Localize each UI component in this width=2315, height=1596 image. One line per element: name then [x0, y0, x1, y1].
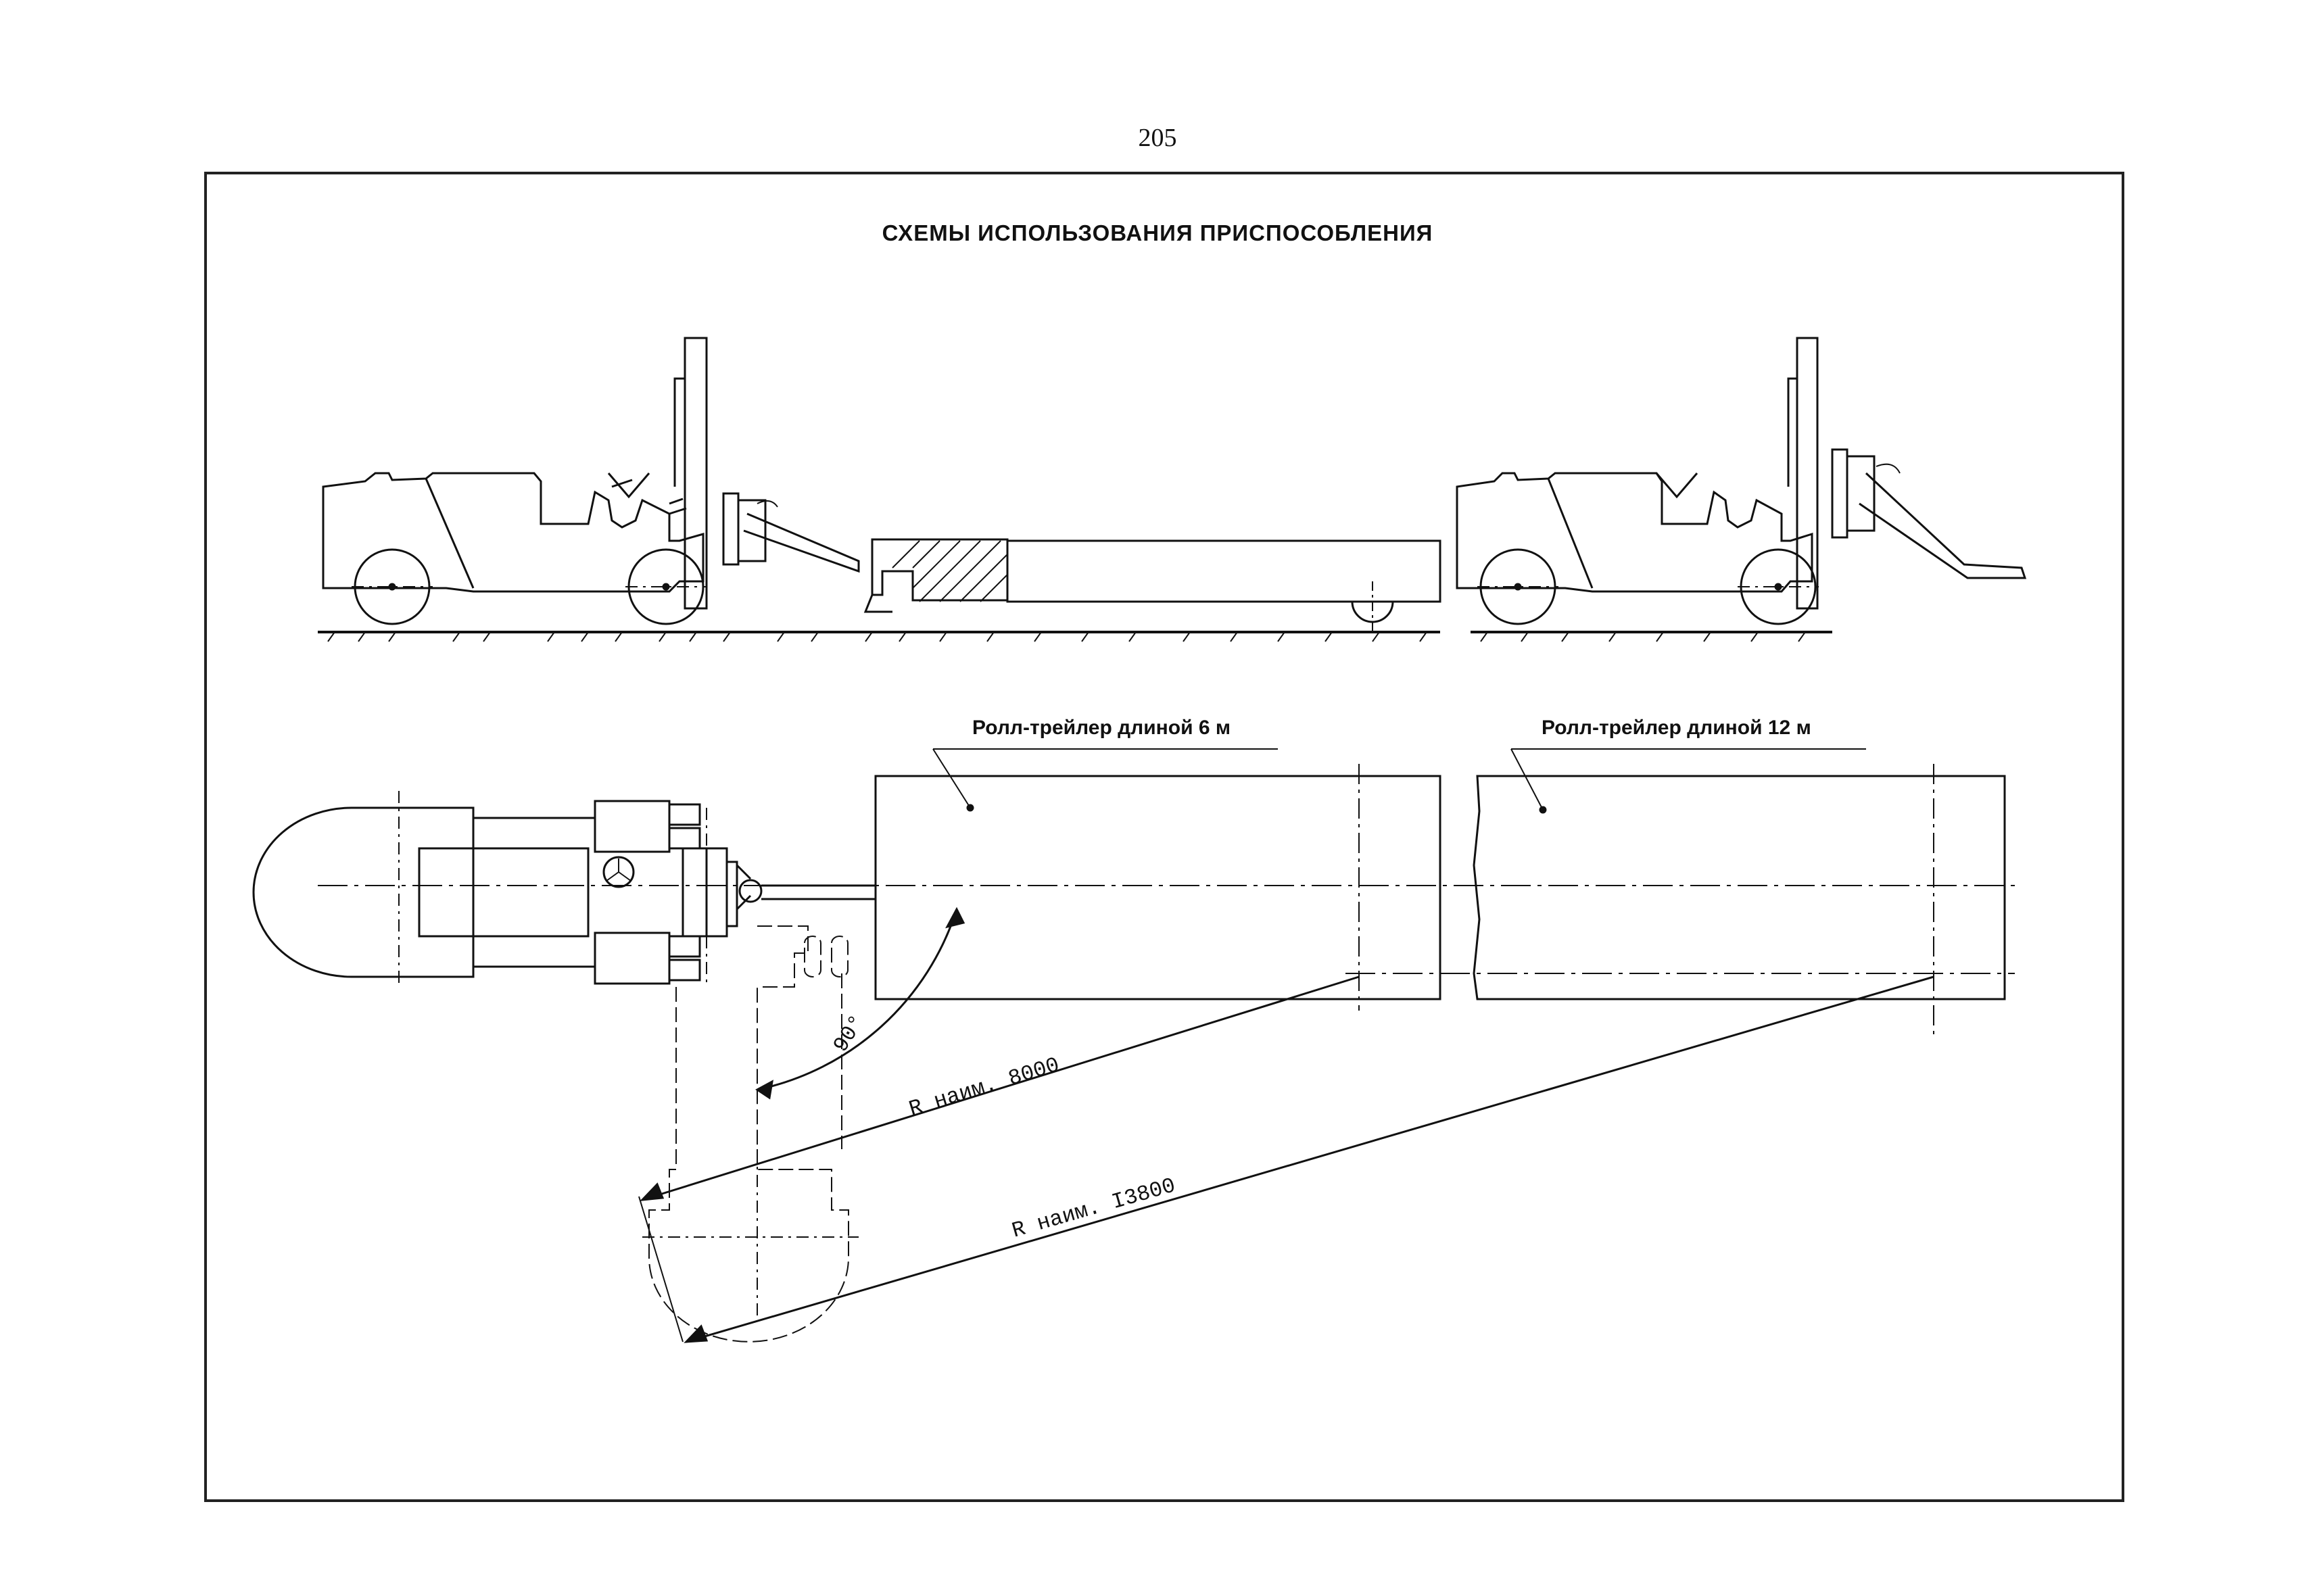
- radius-large-label: R наим. I3800: [1009, 1173, 1178, 1243]
- tractor-rotated-phantom: [642, 925, 859, 1343]
- drawing-title: СХЕМЫ ИСПОЛЬЗОВАНИЯ ПРИСПОСОБЛЕНИЯ: [882, 220, 1433, 245]
- label-trailer-12m: Ролл-трейлер длиной 12 м: [1542, 717, 1811, 739]
- page-number: 205: [1138, 124, 1177, 152]
- trailer-6m-plan: [874, 775, 1441, 1000]
- ground-line: [318, 631, 1832, 642]
- tractor-plan: [252, 791, 876, 987]
- tractor-side-right: [1456, 337, 2027, 625]
- trailer-12m-plan: [1473, 775, 2006, 1000]
- trailer-side: [863, 538, 1441, 632]
- label-trailer-6m: Ролл-трейлер длиной 6 м: [972, 717, 1231, 739]
- side-view: [318, 337, 2027, 642]
- drawing-frame: [204, 172, 2124, 1502]
- angle-label: 90°: [828, 1011, 870, 1057]
- plan-view: [252, 748, 2022, 1343]
- tractor-side-left: [322, 337, 860, 625]
- radius-small-label: R наим. 8000: [906, 1053, 1062, 1122]
